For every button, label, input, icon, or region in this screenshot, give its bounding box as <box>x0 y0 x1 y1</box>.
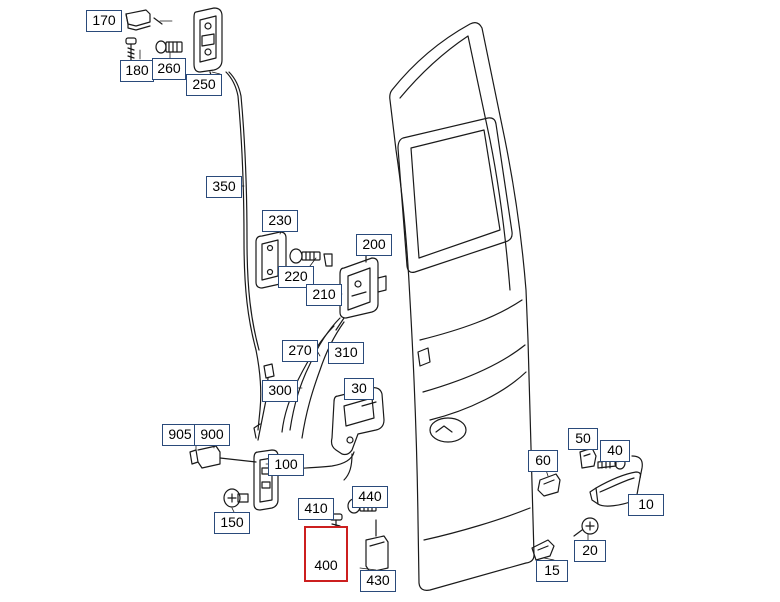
callout-400[interactable]: 400 <box>304 526 348 582</box>
callout-30[interactable]: 30 <box>344 378 374 400</box>
part-180-screw <box>126 38 136 60</box>
callout-270[interactable]: 270 <box>282 340 318 362</box>
callout-900[interactable]: 900 <box>194 424 230 446</box>
callout-60[interactable]: 60 <box>528 450 558 472</box>
callout-250[interactable]: 250 <box>186 74 222 96</box>
part-170-clip <box>126 10 162 30</box>
part-900-clip <box>190 446 256 468</box>
part-220-bolt <box>290 249 332 266</box>
callout-230[interactable]: 230 <box>262 210 298 232</box>
part-50-clip <box>580 448 596 468</box>
callout-180[interactable]: 180 <box>120 60 154 82</box>
callout-150[interactable]: 150 <box>214 512 250 534</box>
callout-170[interactable]: 170 <box>86 10 122 32</box>
callout-310[interactable]: 310 <box>328 342 364 364</box>
rear-door-panel <box>390 23 534 591</box>
callout-210[interactable]: 210 <box>306 284 342 306</box>
part-60-cap <box>538 474 560 496</box>
part-300-link <box>254 364 274 440</box>
part-20-screw <box>574 518 598 536</box>
callout-20[interactable]: 20 <box>574 540 606 562</box>
callout-410[interactable]: 410 <box>298 498 334 520</box>
callout-440[interactable]: 440 <box>352 486 388 508</box>
part-250-upper-lock <box>194 8 222 78</box>
part-350-rod <box>226 72 261 430</box>
part-30-lock <box>332 388 385 480</box>
part-430-bracket <box>366 520 388 572</box>
callout-100[interactable]: 100 <box>268 454 304 476</box>
part-15-clip <box>532 540 554 560</box>
leader-lines <box>139 20 637 571</box>
callout-905[interactable]: 905 <box>162 424 198 446</box>
callout-40[interactable]: 40 <box>600 440 630 462</box>
callout-10[interactable]: 10 <box>628 494 664 516</box>
part-260-bolt <box>156 41 182 53</box>
callout-260[interactable]: 260 <box>152 58 186 80</box>
part-150-screw <box>224 489 248 507</box>
callout-350[interactable]: 350 <box>206 176 242 198</box>
callout-220[interactable]: 220 <box>278 266 314 288</box>
part-10-handle <box>590 456 642 506</box>
callout-15[interactable]: 15 <box>536 560 568 582</box>
part-270-310-rods <box>282 318 344 438</box>
part-200-lock <box>336 244 386 330</box>
callout-200[interactable]: 200 <box>356 234 392 256</box>
callout-50[interactable]: 50 <box>568 428 598 450</box>
callout-300[interactable]: 300 <box>262 380 298 402</box>
callout-430[interactable]: 430 <box>360 570 396 592</box>
